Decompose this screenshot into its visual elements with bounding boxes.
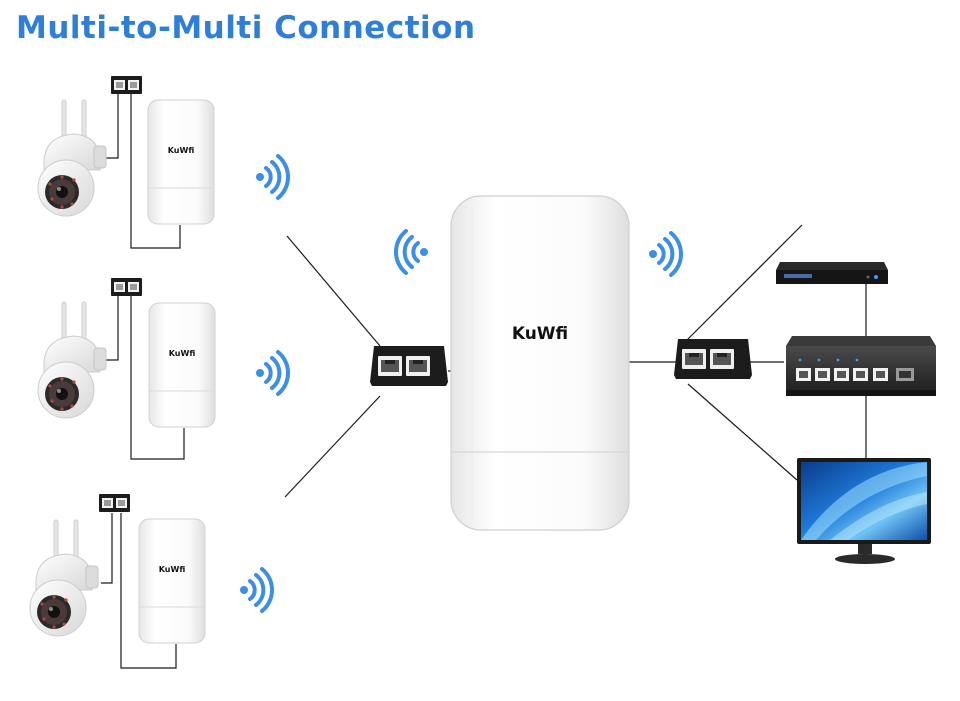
wire-cpe-1 [130,93,181,249]
wifi-signal-icon [393,229,430,275]
link-line-bottom [284,395,381,498]
monitor-icon [797,458,931,564]
wire-camera-2 [101,296,119,361]
client-group-3: KuWfi [29,494,275,644]
wire-cpe-3 [120,513,177,669]
cpe-bridge-icon [148,302,216,428]
wifi-signal-icon [254,350,291,396]
cpe-brand-label: KuWfi [169,349,196,358]
page-title: Multi-to-Multi Connection [16,10,476,46]
wire-cpe-2 [130,296,185,460]
central-injector [370,346,448,386]
client-group-2: KuWfi [37,278,291,428]
wifi-signal-icon [238,567,275,613]
cpe-brand-label: KuWfi [159,565,186,574]
link-line-top [286,235,381,347]
ip-camera-icon [37,301,107,419]
poe-injector-icon [111,76,142,94]
ap-wifi-left [393,229,430,275]
wifi-signal-icon [647,231,684,277]
poe-injector-icon [370,346,448,386]
cpe-bridge-icon [147,99,215,225]
link-line-down-right [687,383,798,481]
link-line-up-right [685,224,803,342]
right-injector [674,339,752,379]
poe-injector-icon [674,339,752,379]
wifi-signal-icon [254,154,291,200]
central-access-point: KuWfi [450,195,630,531]
network-switch-icon [786,336,936,396]
wire-camera-1 [101,93,119,159]
poe-injector-icon [99,494,130,512]
client-group-1: KuWfi [37,76,291,225]
ip-camera-icon [29,519,99,637]
wire-camera-3 [101,513,113,584]
cpe-bridge-icon [450,195,630,531]
ap-brand-label: KuWfi [512,324,568,344]
poe-injector-icon [111,278,142,296]
cpe-bridge-icon [138,518,206,644]
cpe-brand-label: KuWfi [168,146,195,155]
ip-camera-icon [37,99,107,217]
nvr-icon [776,262,888,284]
connection-lines [101,93,867,669]
